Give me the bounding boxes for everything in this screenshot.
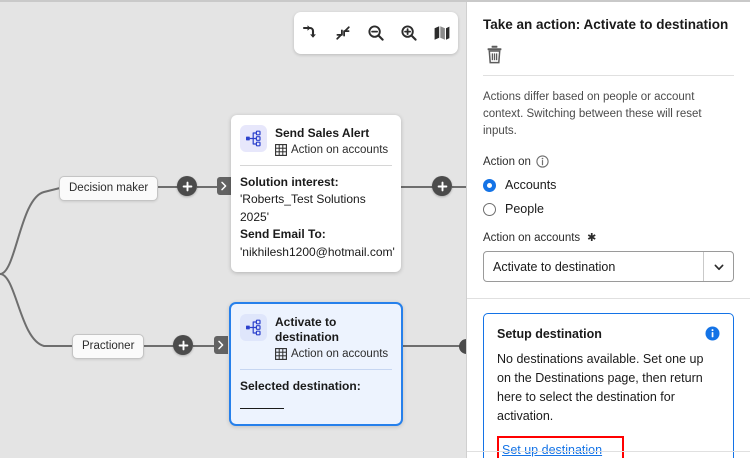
edge-terminal-node[interactable] [459,339,466,354]
node-field-solution-interest: Solution interest: 'Roberts_Test Solutio… [240,174,391,226]
workflow-branch-icon [240,125,267,152]
radio-accounts-indicator[interactable] [483,178,496,192]
callout-text: No destinations available. Set one up on… [497,352,704,423]
edge-arrow-icon [217,177,231,195]
node-body: Solution interest: 'Roberts_Test Solutio… [231,166,401,272]
node-field-label: Solution interest: [240,175,339,189]
info-circle-filled-icon[interactable] [705,326,720,341]
action-on-accounts-select[interactable]: Activate to destination [483,251,734,283]
node-divider [240,165,392,166]
add-step-button-top[interactable] [177,176,197,196]
setup-destination-section: Setup destination No destinations availa… [467,298,750,458]
trash-icon[interactable] [483,44,505,66]
map-icon[interactable] [428,19,456,47]
radio-people-indicator[interactable] [483,202,496,216]
node-header: Send Sales Alert Action on accounts [231,115,401,165]
workflow-node-activate-to-destination[interactable]: Activate to destination Action on accoun… [229,302,403,426]
reroute-icon[interactable] [296,19,324,47]
panel-header: Take an action: Activate to destination [467,2,750,76]
panel-body: Actions differ based on people or accoun… [467,76,750,283]
branch-label-text: Practioner [82,340,135,352]
node-subtitle-text: Action on accounts [291,348,389,360]
panel-header-divider [483,74,734,76]
node-divider [240,369,392,370]
callout-title: Setup destination [497,326,602,341]
action-select-label: Action on accounts ✱ [483,231,734,245]
node-subtitle-text: Action on accounts [291,144,389,156]
branch-label-practioner[interactable]: Practioner [72,334,145,359]
workflow-node-send-sales-alert[interactable]: Send Sales Alert Action on accounts [231,115,401,272]
node-title: Activate to destination [275,315,340,344]
required-marker: ✱ [587,232,597,245]
grid-icon [275,348,287,360]
branch-label-text: Decision maker [69,182,149,194]
node-field-value: 'Roberts_Test Solutions 2025' [240,192,366,224]
node-field-value: 'nikhilesh1200@hotmail.com' [240,244,395,259]
callout-header: Setup destination [497,326,720,341]
collapse-icon[interactable] [329,19,357,47]
canvas-toolbar[interactable] [294,12,458,54]
radio-option-people[interactable]: People [483,202,734,216]
setup-destination-highlight: Set up destination [497,436,625,458]
grid-icon [275,144,287,156]
node-header-text: Activate to destination Action on accoun… [275,314,391,360]
edge-arrow-icon [214,336,228,354]
add-step-button-bottom[interactable] [173,335,193,355]
action-on-label: Action on [483,155,734,168]
node-subtitle: Action on accounts [275,348,391,360]
setup-destination-link[interactable]: Set up destination [502,443,603,458]
branch-label-decision-maker[interactable]: Decision maker [59,176,159,201]
radio-accounts-label: Accounts [505,178,557,193]
panel-title: Take an action: Activate to destination [483,17,729,32]
setup-destination-callout: Setup destination No destinations availa… [483,313,734,458]
node-subtitle: Action on accounts [275,144,388,156]
radio-people-label: People [505,202,544,217]
node-title: Send Sales Alert [275,126,370,140]
node-field-label: Send Email To: [240,227,326,242]
node-header: Activate to destination Action on accoun… [231,304,401,369]
action-details-panel: Take an action: Activate to destination … [466,2,750,458]
action-select-value: Activate to destination [493,259,616,274]
chevron-down-icon[interactable] [703,252,733,282]
radio-option-accounts[interactable]: Accounts [483,178,734,192]
zoom-in-icon[interactable] [395,19,423,47]
action-on-label-text: Action on [483,155,531,168]
node-header-text: Send Sales Alert Action on accounts [275,125,388,156]
node-field-label: Selected destination: [240,379,361,393]
node-body: Selected destination: [231,370,401,424]
panel-helper-text: Actions differ based on people or accoun… [483,90,702,138]
workflow-canvas[interactable]: Decision maker Practioner [0,2,466,458]
zoom-out-icon[interactable] [362,19,390,47]
action-select-label-text: Action on accounts [483,231,581,244]
workflow-branch-icon [240,314,267,341]
add-step-button-after-sales-alert[interactable] [432,176,452,196]
node-field-empty-value [240,408,284,410]
info-circle-icon [536,155,549,168]
node-field-send-email-to: Send Email To: 'nikhilesh1200@hotmail.co… [240,226,395,261]
panel-bottom-divider [467,451,750,452]
